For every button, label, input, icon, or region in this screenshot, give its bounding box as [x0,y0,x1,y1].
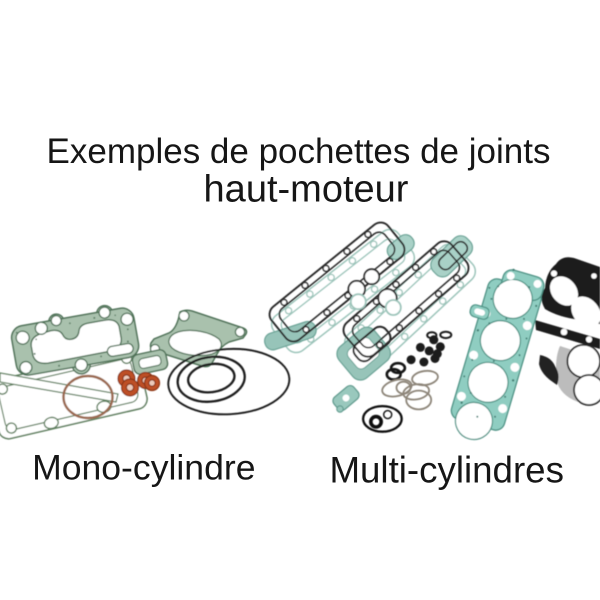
svg-text:Exemples de pochettes de joint: Exemples de pochettes de joints [47,132,551,171]
svg-text:Mono-cylindre: Mono-cylindre [32,448,255,488]
svg-text:Multi-cylindres: Multi-cylindres [329,450,563,491]
svg-text:haut-moteur: haut-moteur [204,169,409,211]
